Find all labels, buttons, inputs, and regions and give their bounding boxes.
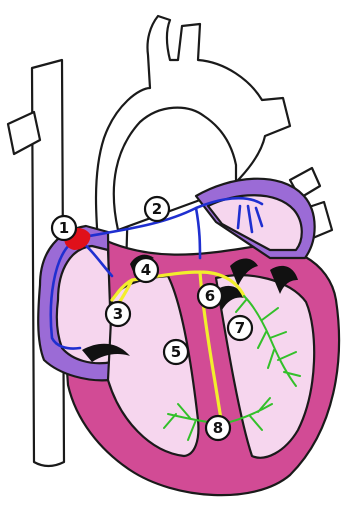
svg-text:8: 8 [213,419,223,437]
svg-text:3: 3 [113,305,123,323]
marker-4: 4 [134,258,158,282]
svg-text:5: 5 [171,343,181,361]
marker-6: 6 [198,284,222,308]
left-atrium-chamber [208,195,302,250]
svg-text:4: 4 [141,261,151,279]
svg-text:1: 1 [59,219,69,237]
marker-2: 2 [145,197,169,221]
marker-1: 1 [52,216,76,240]
marker-3: 3 [106,302,130,326]
svg-text:6: 6 [205,287,215,305]
marker-8: 8 [206,416,230,440]
svg-text:7: 7 [235,319,245,337]
marker-5: 5 [164,340,188,364]
svg-text:2: 2 [152,200,162,218]
marker-7: 7 [228,316,252,340]
